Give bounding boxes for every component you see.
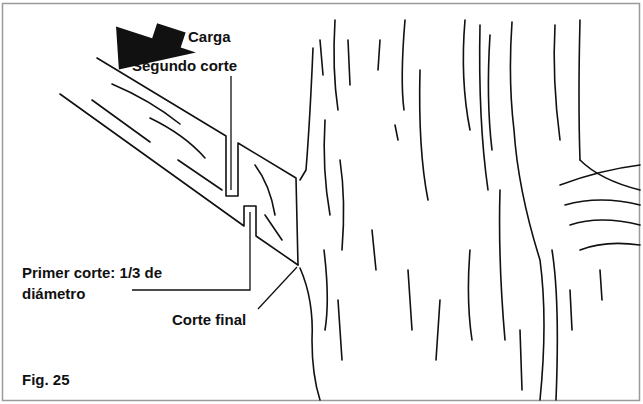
cut-label: Segundo corte: [132, 55, 272, 76]
bark-stroke: [112, 84, 180, 124]
leader-line: [230, 76, 231, 190]
bark-stroke: [320, 40, 323, 75]
bark-stroke: [436, 300, 440, 360]
frame-border: [3, 4, 640, 401]
bark-stroke: [334, 20, 338, 110]
bark-stroke: [178, 160, 222, 190]
bark-stroke: [324, 120, 330, 215]
cut-label: Corte final: [172, 309, 292, 330]
trunk-edge: [300, 268, 320, 400]
leader-line: [258, 267, 297, 309]
load-label: Carga: [188, 26, 278, 47]
bark-stroke: [150, 118, 205, 158]
bark-stroke: [265, 215, 282, 240]
bark-stroke: [554, 25, 560, 140]
fork-edge: [579, 20, 580, 160]
cut-label: Primer corte: 1/3 de diámetro: [22, 262, 172, 304]
bark-stroke: [92, 100, 150, 142]
bark-stroke: [600, 270, 602, 300]
bark-stroke: [500, 190, 505, 340]
trunk-edge: [510, 22, 544, 400]
bark-stroke: [324, 250, 327, 330]
bark-stroke: [408, 270, 412, 330]
trunk-edge: [552, 250, 557, 400]
bark-stroke: [402, 20, 405, 110]
bark-stroke: [420, 70, 428, 200]
bark-stroke: [348, 40, 350, 85]
figure-caption: Fig. 25: [22, 369, 112, 390]
bark-stroke: [488, 35, 492, 150]
bark-stroke: [340, 160, 344, 250]
load-arrow: [104, 11, 201, 90]
bark-stroke: [570, 290, 572, 330]
bark-stroke: [565, 200, 640, 205]
bark-stroke: [395, 125, 398, 140]
bark-stroke: [378, 40, 380, 70]
bark-stroke: [480, 25, 488, 190]
trunk-edge: [300, 48, 313, 180]
bark-stroke: [463, 20, 470, 130]
bark-stroke: [570, 220, 640, 225]
branch-outline-bottom: [60, 94, 298, 265]
bark-stroke: [338, 300, 342, 360]
bark-stroke: [372, 230, 376, 270]
bark-stroke: [560, 165, 640, 185]
fork-edge: [580, 243, 640, 250]
bark-stroke: [520, 330, 522, 390]
bark-stroke: [468, 250, 472, 340]
branch-outline-top: [97, 58, 298, 265]
bark-stroke: [255, 165, 275, 215]
